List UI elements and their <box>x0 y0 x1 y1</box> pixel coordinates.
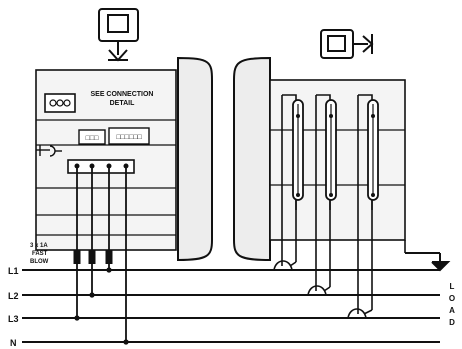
transformer-left-core <box>177 56 213 262</box>
ct-enclosure <box>269 79 406 241</box>
line-label-n: N <box>10 338 17 348</box>
svg-text:□□□□□□: □□□□□□ <box>116 134 142 141</box>
line-label-l3: L3 <box>8 314 19 324</box>
supply-lines <box>22 269 440 343</box>
ct-clamp-l3 <box>347 308 373 319</box>
load-label-l: L <box>450 282 455 291</box>
fuse-note-line3: BLOW <box>30 259 49 265</box>
current-transformer-2 <box>316 94 337 210</box>
connector-symbol <box>36 145 62 157</box>
wire-junction-dots <box>74 267 129 345</box>
current-transformer-3 <box>358 94 379 210</box>
terminal-block-large: □□□□□□ <box>108 127 150 145</box>
ct-clamp-l1 <box>273 260 297 271</box>
ct-wires <box>281 95 406 310</box>
fuse-note-line1: 3 x 1A <box>30 243 48 249</box>
see-connection-detail-line1: SEE CONNECTION <box>90 91 153 98</box>
transformer-right-core <box>233 56 271 262</box>
meter-panel-down-icon <box>98 8 139 62</box>
terminal-block-small: □□□ <box>78 129 106 145</box>
load-label-d: D <box>449 318 455 327</box>
fuse-note-line2: FAST <box>32 251 48 257</box>
svg-text:□□□: □□□ <box>86 135 99 142</box>
see-connection-detail-line2: DETAIL <box>110 100 135 107</box>
load-label-o: O <box>449 294 455 303</box>
fuses <box>73 250 113 264</box>
load-label-a: A <box>449 306 455 315</box>
meter-panel-right-icon <box>320 29 374 59</box>
ground-icon <box>405 252 451 272</box>
meter-display <box>44 93 76 113</box>
ct-clamp-l2 <box>307 285 331 296</box>
line-label-l1: L1 <box>8 266 19 276</box>
line-label-l2: L2 <box>8 291 19 301</box>
current-transformer-1 <box>282 94 304 210</box>
